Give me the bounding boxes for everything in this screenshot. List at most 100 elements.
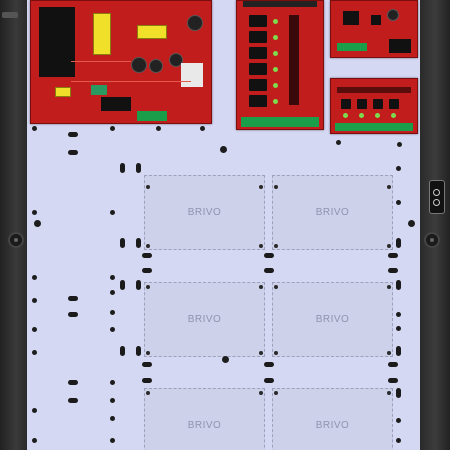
card-slot[interactable]: BRIVO bbox=[144, 282, 265, 357]
screw-hole bbox=[110, 210, 115, 215]
mounting-slot bbox=[388, 378, 398, 383]
mounting-slot bbox=[264, 378, 274, 383]
mounting-slot bbox=[68, 380, 78, 385]
standoff-hole bbox=[274, 285, 278, 289]
screw-hole bbox=[397, 142, 402, 147]
heatsink bbox=[181, 63, 203, 87]
standoff-hole bbox=[146, 185, 150, 189]
capacitor bbox=[187, 15, 203, 31]
mounting-slot bbox=[396, 388, 401, 398]
card-slot-label: BRIVO bbox=[315, 207, 350, 218]
card-slot[interactable]: BRIVO bbox=[144, 175, 265, 250]
standoff-hole bbox=[259, 391, 263, 395]
header-connector bbox=[243, 1, 317, 7]
screw-hole bbox=[396, 166, 401, 171]
status-led bbox=[273, 19, 278, 24]
hinge-stub bbox=[2, 12, 18, 18]
capacitor bbox=[131, 57, 147, 73]
standoff-hole bbox=[387, 391, 391, 395]
screw-hole bbox=[110, 310, 115, 315]
mounting-slot bbox=[120, 280, 125, 290]
mounting-slot bbox=[396, 238, 401, 248]
mounting-slot bbox=[68, 296, 78, 301]
mounting-slot bbox=[264, 362, 274, 367]
mounting-slot bbox=[264, 268, 274, 273]
screw-hole bbox=[396, 200, 401, 205]
mounting-slot bbox=[68, 398, 78, 403]
mounting-slot bbox=[142, 253, 152, 258]
mounting-slot bbox=[136, 238, 141, 248]
screw-hole bbox=[32, 298, 37, 303]
screw-hole bbox=[396, 418, 401, 423]
screw-hole bbox=[32, 275, 37, 280]
capacitor bbox=[149, 59, 163, 73]
capacitor bbox=[169, 53, 183, 67]
card-slot[interactable]: BRIVO bbox=[272, 175, 393, 250]
enclosure-left-frame bbox=[0, 0, 27, 450]
power-supply-board[interactable] bbox=[30, 0, 212, 124]
mounting-slot bbox=[136, 280, 141, 290]
screw-hole bbox=[336, 140, 341, 145]
standoff-hole bbox=[259, 185, 263, 189]
standoff-hole bbox=[387, 244, 391, 248]
control-board[interactable] bbox=[330, 0, 418, 58]
screw-hole bbox=[34, 220, 41, 227]
standoff-hole bbox=[259, 285, 263, 289]
card-slot[interactable]: BRIVO bbox=[272, 388, 393, 450]
card-slot-label: BRIVO bbox=[187, 420, 222, 431]
relay bbox=[341, 99, 351, 109]
screw-hole bbox=[32, 210, 37, 215]
relay bbox=[249, 47, 267, 59]
mounting-slot bbox=[388, 253, 398, 258]
card-slot-label: BRIVO bbox=[315, 314, 350, 325]
screw-hole bbox=[156, 126, 161, 131]
status-led bbox=[375, 113, 380, 118]
ic-chip bbox=[101, 97, 131, 111]
relay bbox=[249, 79, 267, 91]
inductor-coil bbox=[93, 13, 111, 55]
mounting-slot bbox=[120, 163, 125, 173]
standoff-hole bbox=[387, 351, 391, 355]
screw-hole bbox=[200, 126, 205, 131]
screw-hole bbox=[110, 416, 115, 421]
standoff-hole bbox=[259, 351, 263, 355]
ic-chip bbox=[371, 15, 381, 25]
terminal-block[interactable] bbox=[337, 43, 367, 51]
card-slot[interactable]: BRIVO bbox=[144, 388, 265, 450]
mounting-slot bbox=[142, 362, 152, 367]
screw-hole bbox=[110, 398, 115, 403]
pcb-trace bbox=[71, 81, 191, 82]
tamper-switch-icon[interactable] bbox=[429, 180, 445, 214]
terminal-block[interactable] bbox=[335, 123, 413, 131]
mounting-slot bbox=[136, 346, 141, 356]
connector[interactable] bbox=[389, 39, 411, 53]
standoff-hole bbox=[274, 185, 278, 189]
standoff-hole bbox=[146, 391, 150, 395]
inductor-coil bbox=[137, 25, 167, 39]
terminal-block[interactable] bbox=[137, 111, 167, 121]
card-slot[interactable]: BRIVO bbox=[272, 282, 393, 357]
standoff-hole bbox=[274, 244, 278, 248]
standoff-hole bbox=[274, 351, 278, 355]
status-led bbox=[273, 99, 278, 104]
mounting-slot bbox=[142, 378, 152, 383]
status-led bbox=[273, 67, 278, 72]
status-led bbox=[273, 83, 278, 88]
input-board[interactable] bbox=[330, 78, 418, 134]
screw-hole bbox=[110, 380, 115, 385]
header-connector bbox=[337, 87, 411, 93]
status-led bbox=[273, 35, 278, 40]
module bbox=[91, 85, 107, 95]
mounting-slot bbox=[388, 362, 398, 367]
driver-array bbox=[289, 15, 299, 105]
pcb-trace bbox=[71, 61, 131, 62]
standoff-hole bbox=[387, 185, 391, 189]
terminal-block[interactable] bbox=[241, 117, 319, 127]
standoff-hole bbox=[259, 244, 263, 248]
screw-hole bbox=[220, 146, 227, 153]
mounting-slot bbox=[388, 268, 398, 273]
mounting-slot bbox=[142, 268, 152, 273]
ic-chip bbox=[343, 11, 359, 25]
relay-board[interactable] bbox=[236, 0, 324, 130]
